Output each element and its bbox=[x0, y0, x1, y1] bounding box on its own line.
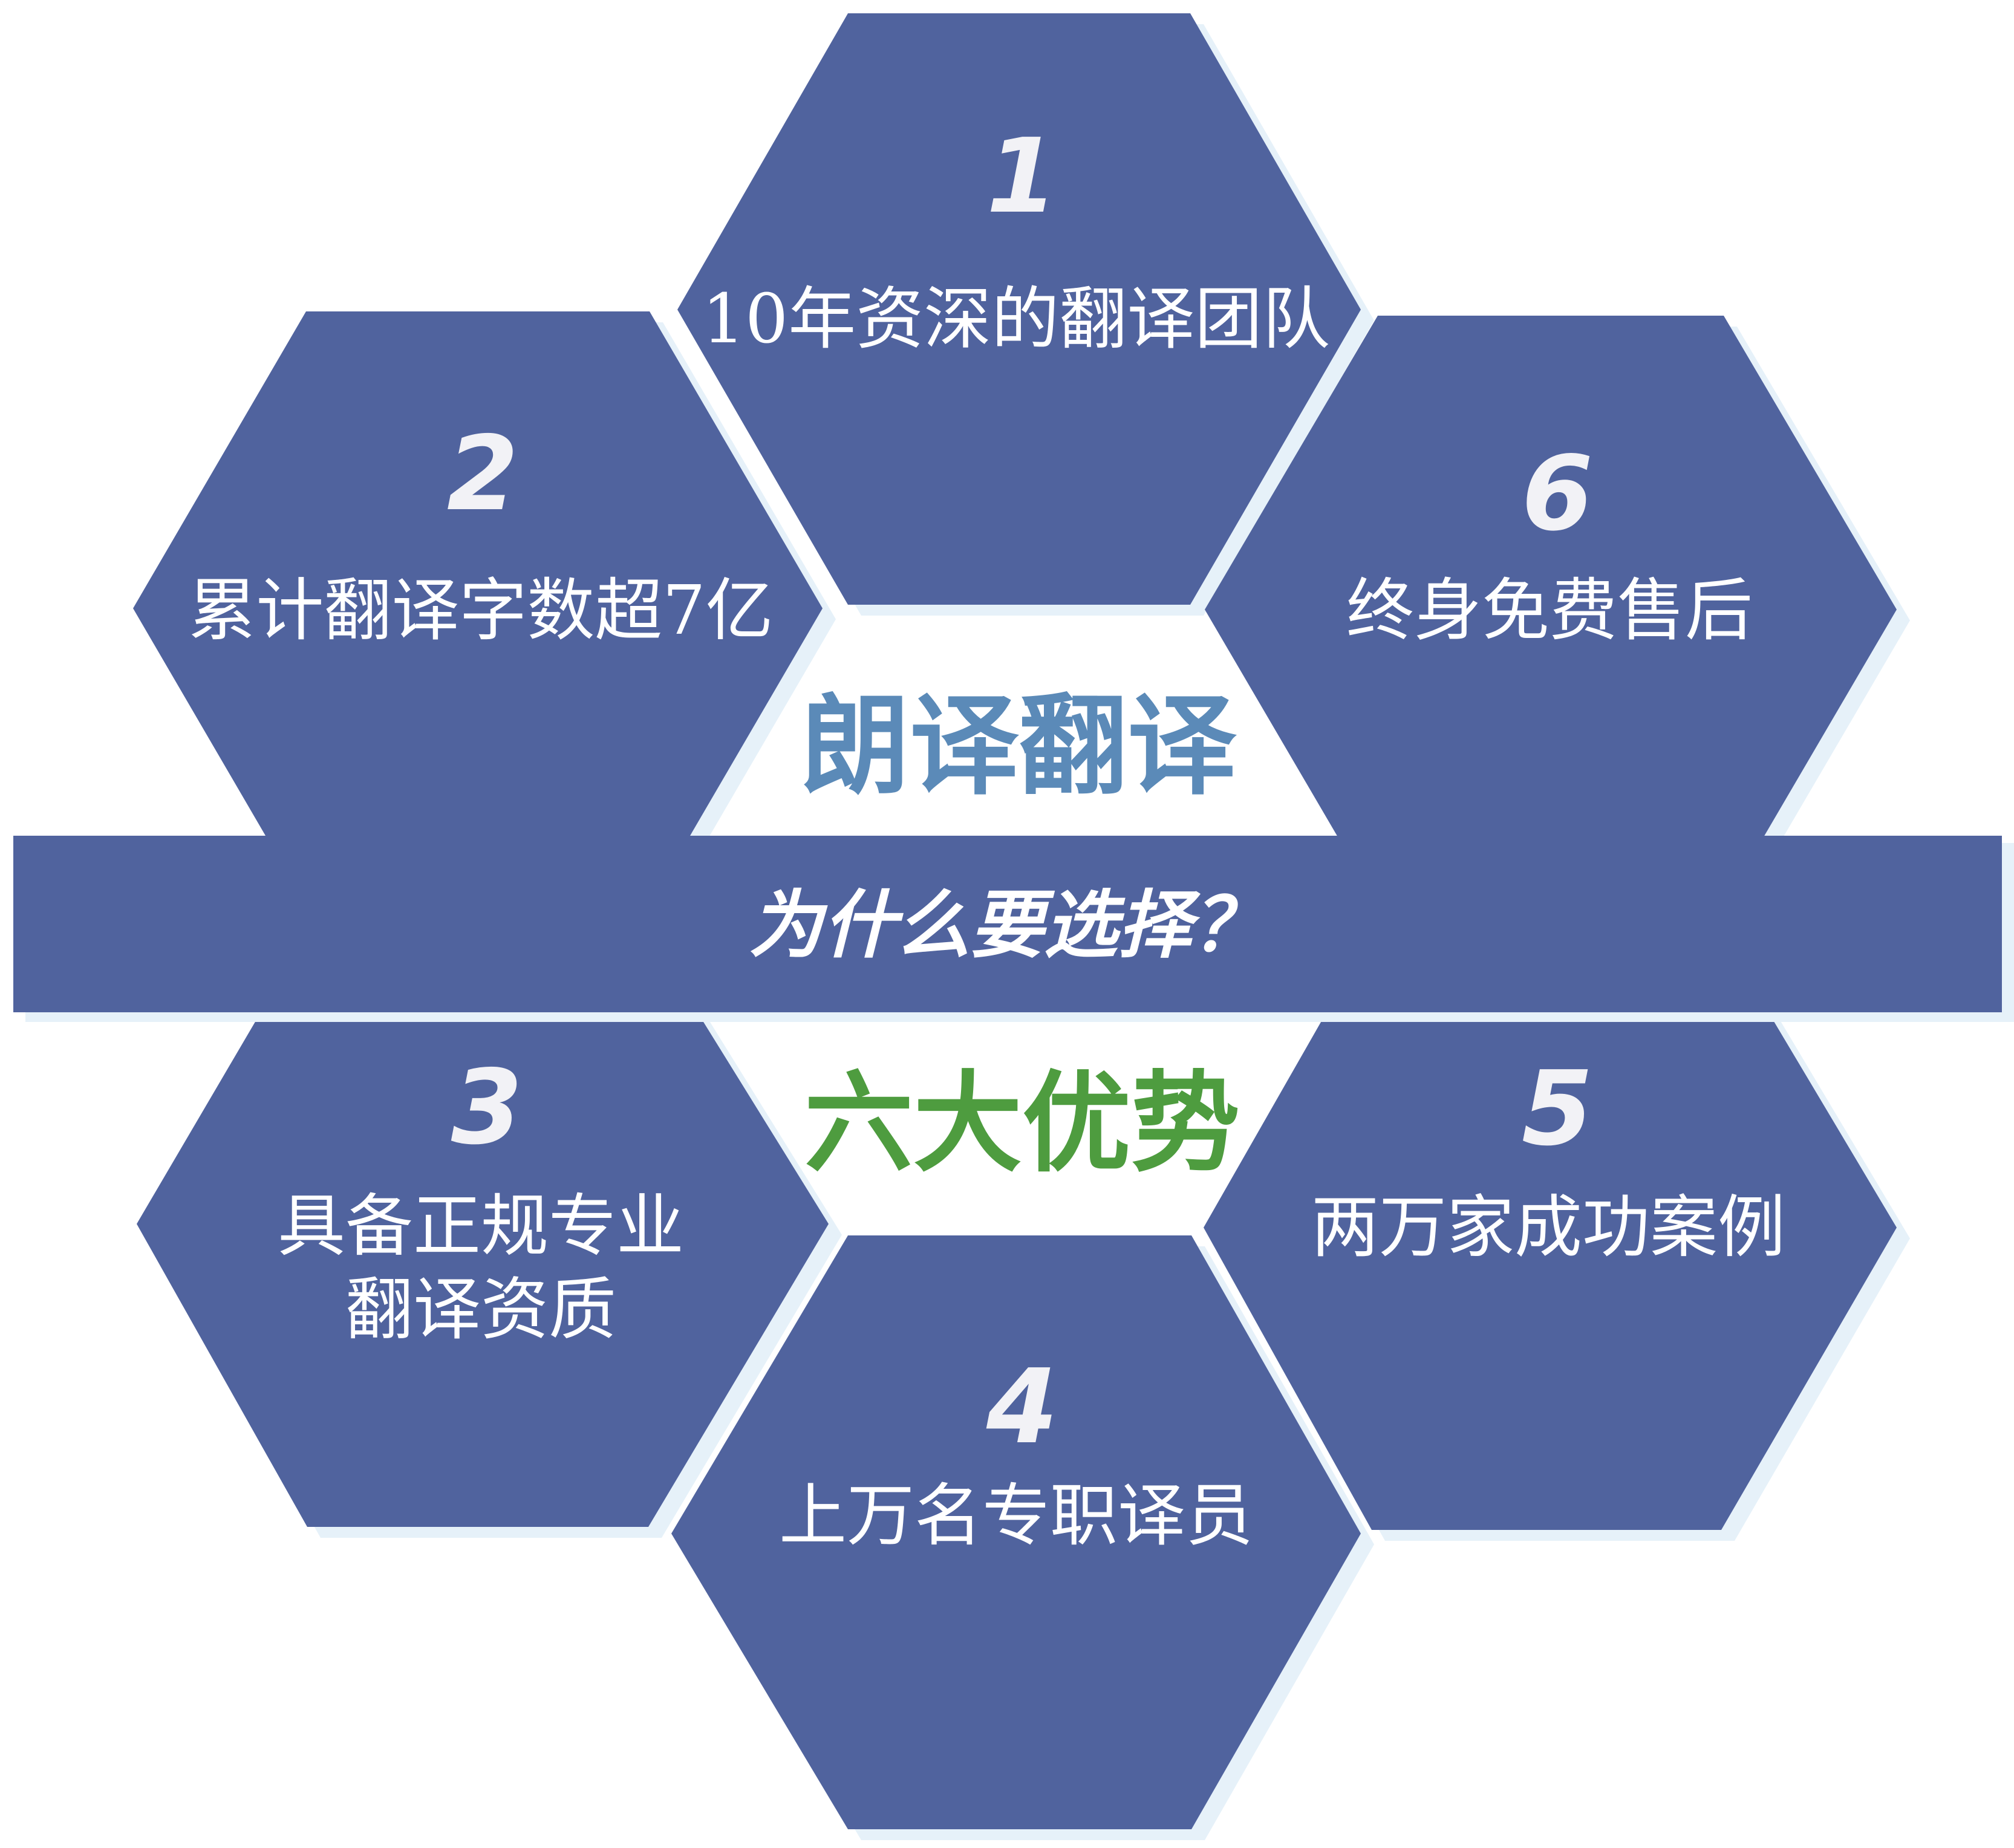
advantage-2: 2 累计翻译字数超7亿 bbox=[188, 414, 773, 650]
advantage-5: 5 两万家成功案例 bbox=[1311, 1049, 1785, 1267]
advantage-number: 6 bbox=[1522, 434, 1593, 554]
advantage-number: 5 bbox=[1522, 1049, 1593, 1169]
advantage-text: 上万名专职译员 bbox=[779, 1477, 1253, 1555]
center-title-six-advantages: 六大优势 bbox=[804, 1061, 1240, 1187]
advantage-4: 4 上万名专职译员 bbox=[779, 1347, 1253, 1555]
advantage-number: 4 bbox=[986, 1347, 1058, 1467]
advantage-text-line-2: 翻译资质 bbox=[345, 1270, 616, 1349]
advantage-number: 2 bbox=[447, 414, 518, 534]
center-title-brand: 朗译翻译 bbox=[801, 683, 1237, 810]
advantage-text: 累计翻译字数超7亿 bbox=[188, 571, 773, 650]
hexagon-6 bbox=[1205, 316, 1897, 905]
advantage-number: 3 bbox=[451, 1048, 523, 1168]
center-banner bbox=[13, 836, 2002, 1012]
hexagon-3 bbox=[137, 933, 829, 1527]
advantage-text: 10年资深的翻译团队 bbox=[702, 280, 1331, 359]
advantage-text-line-1: 具备正规专业 bbox=[278, 1187, 684, 1266]
hexagon-1 bbox=[677, 13, 1361, 605]
advantage-number: 1 bbox=[986, 117, 1058, 236]
advantage-text: 终身免费售后 bbox=[1346, 571, 1753, 650]
advantage-6: 6 终身免费售后 bbox=[1346, 434, 1753, 650]
hexagon-5 bbox=[1204, 933, 1897, 1530]
hexagon-group bbox=[133, 13, 1897, 1829]
advantage-1: 1 10年资深的翻译团队 bbox=[702, 117, 1331, 359]
banner-question: 为什么要选择？ bbox=[749, 882, 1265, 968]
hexagon-2 bbox=[133, 311, 823, 905]
advantage-text: 两万家成功案例 bbox=[1311, 1188, 1785, 1267]
hexagon-4 bbox=[671, 1235, 1361, 1829]
advantage-3: 3 具备正规专业 翻译资质 bbox=[278, 1048, 684, 1349]
